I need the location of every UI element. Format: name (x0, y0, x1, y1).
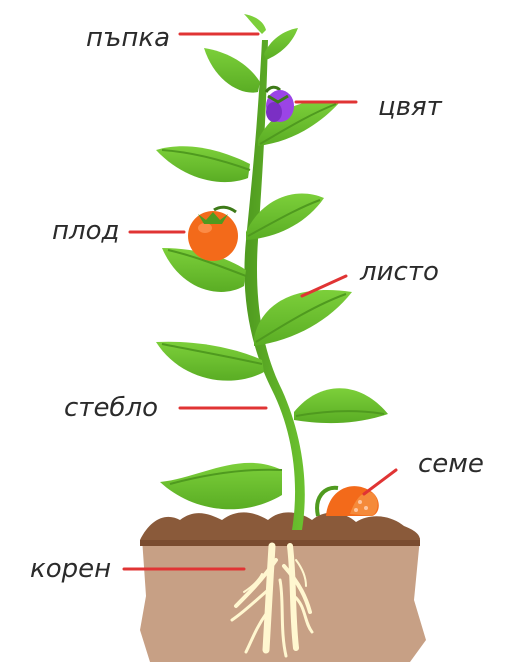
tomato-icon (188, 207, 238, 261)
leader-line-seed (364, 470, 396, 494)
label-bud: пъпка (86, 23, 170, 53)
label-root: корен (30, 554, 111, 584)
label-flower: цвят (378, 92, 442, 122)
flower-icon (266, 87, 294, 122)
label-fruit: плод (52, 216, 120, 246)
label-stem: стебло (64, 393, 158, 423)
label-leaf: листо (360, 257, 439, 287)
label-seed: семе (418, 449, 484, 479)
